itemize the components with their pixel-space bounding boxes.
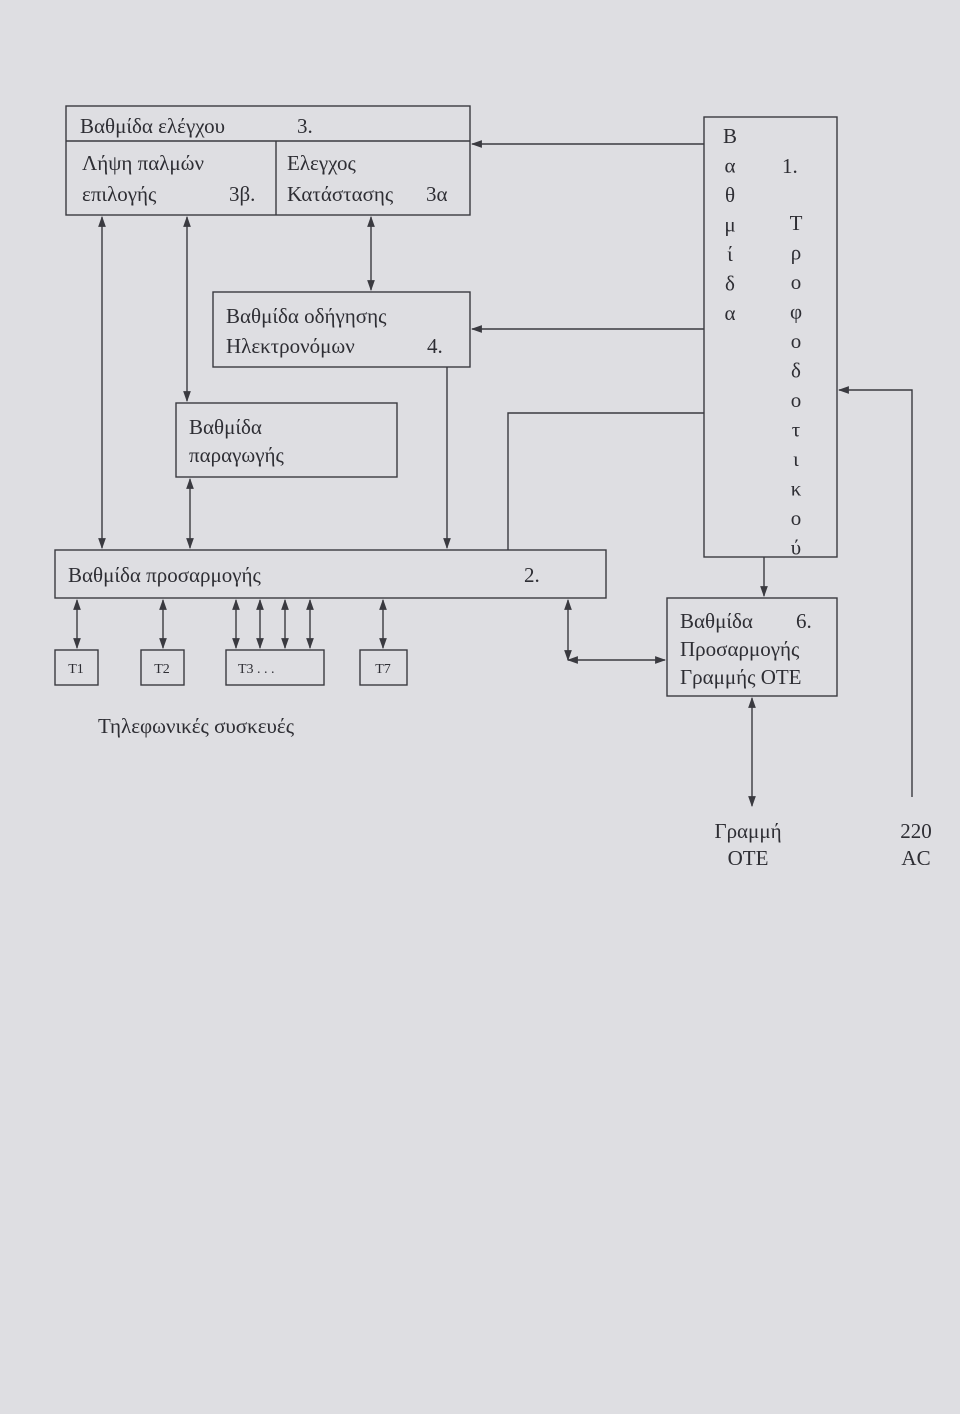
status-check-number: 3α <box>426 182 448 206</box>
power-right-letter-6: ο <box>791 388 802 412</box>
line-adapter-line3: Γραμμής ΟΤΕ <box>680 665 802 689</box>
adapter-frame <box>54 549 607 599</box>
relay-driver-frame <box>212 291 471 368</box>
power-right-letter-8: ι <box>793 447 799 471</box>
mains-label-2: AC <box>901 846 930 870</box>
power-right-letter-1: ρ <box>791 241 801 265</box>
line-adapter-number: 6. <box>796 609 812 633</box>
ringer-frame <box>175 402 398 478</box>
power-right-letter-5: δ <box>791 359 801 383</box>
power-right-letter-7: τ <box>792 418 800 442</box>
control-block: Βαθμίδα ελέγχου 3. Λήψη παλμών επιλογής … <box>65 105 471 216</box>
power-left-letter-1: α <box>724 154 735 178</box>
power-right-letter-4: ο <box>791 329 802 353</box>
mains-to-power-arrow <box>837 386 913 797</box>
ringer-block: Βαθμίδα παραγωγής <box>175 402 398 478</box>
adapter-block: Βαθμίδα προσαρμογής 2. <box>54 549 607 599</box>
mains-label-1: 220 <box>900 819 932 843</box>
pulse-reception-number: 3β. <box>229 182 255 206</box>
line-adapter-line1: Βαθμίδα <box>680 609 753 633</box>
power-right-letter-10: ο <box>791 506 802 530</box>
line-adapter-block: Βαθμίδα 6. Προσαρμογής Γραμμής ΟΤΕ <box>666 597 838 697</box>
control-block-frame <box>65 105 471 216</box>
status-check-line2: Κατάστασης <box>287 182 394 206</box>
relay-driver-block: Βαθμίδα οδήγησης Ηλεκτρονόμων 4. <box>212 291 471 368</box>
ringer-line2: παραγωγής <box>189 443 284 467</box>
terminal-t3-box <box>225 649 325 686</box>
power-right-letter-11: ύ <box>791 536 801 560</box>
adapter-number: 2. <box>524 563 540 587</box>
power-left-letters: Βαθμίδα <box>723 124 737 325</box>
ringer-line1: Βαθμίδα <box>189 415 262 439</box>
power-to-adapter-line <box>507 412 704 550</box>
status-check-line1: Ελεγχος <box>287 151 356 175</box>
terminal-boxes: T1 T2 T3 . . . T7 <box>54 649 408 686</box>
terminals-caption: Τηλεφωνικές συσκευές <box>98 714 295 738</box>
line-adapter-frame <box>666 597 838 697</box>
adapter-label: Βαθμίδα προσαρμογής <box>68 563 262 587</box>
power-supply-frame <box>703 116 838 558</box>
power-left-letter-0: Β <box>723 124 737 148</box>
terminal-t1-label: T1 <box>68 662 84 677</box>
power-right-letter-3: φ <box>790 300 802 324</box>
power-right-letter-9: κ <box>791 477 802 501</box>
relay-driver-line1: Βαθμίδα οδήγησης <box>226 304 387 328</box>
line-adapter-line2: Προσαρμογής <box>680 637 800 661</box>
power-left-letter-5: δ <box>725 272 735 296</box>
pulse-reception-line1: Λήψη παλμών <box>82 151 204 175</box>
ote-line-label-2: ΟΤΕ <box>728 846 769 870</box>
power-left-letter-6: α <box>724 301 735 325</box>
power-left-letter-3: μ <box>724 213 735 237</box>
control-block-number: 3. <box>297 114 313 138</box>
power-right-letter-2: ο <box>791 270 802 294</box>
power-supply-number: 1. <box>782 154 798 178</box>
connectors <box>73 140 913 808</box>
power-left-letter-4: ί <box>727 242 733 266</box>
control-block-title: Βαθμίδα ελέγχου <box>80 114 225 138</box>
terminal-t1-box <box>54 649 99 686</box>
power-right-letter-0: Τ <box>790 211 803 235</box>
terminal-t3-label: T3 . . . <box>238 662 275 677</box>
relay-driver-number: 4. <box>427 334 443 358</box>
relay-driver-line2: Ηλεκτρονόμων <box>226 334 355 358</box>
terminal-t7-box <box>359 649 408 686</box>
ote-line-label-1: Γραμμή <box>714 819 781 843</box>
terminal-t7-label: T7 <box>375 662 391 677</box>
terminal-t2-box <box>140 649 185 686</box>
power-left-letter-2: θ <box>725 183 735 207</box>
pulse-reception-line2: επιλογής <box>82 182 157 206</box>
terminal-t2-label: T2 <box>154 662 170 677</box>
